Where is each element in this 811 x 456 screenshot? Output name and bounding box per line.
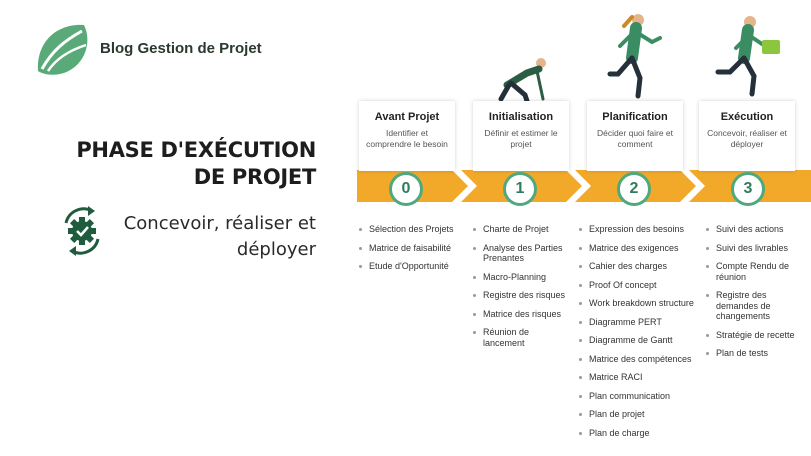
list-item: Plan de projet	[579, 409, 703, 420]
phase-description: Identifier et comprendre le besoin	[366, 128, 448, 149]
list-item: Plan de tests	[706, 348, 810, 359]
phase-title: Planification	[602, 111, 668, 123]
list-item: Plan de charge	[579, 428, 703, 439]
brand-name: Blog Gestion de Projet	[100, 40, 262, 57]
leaf-logo-icon	[37, 24, 88, 75]
list-item: Compte Rendu de réunion	[706, 261, 810, 282]
list-item: Registre des demandes de changements	[706, 290, 810, 322]
list-item: Cahier des charges	[579, 261, 703, 272]
crouching-runner-icon	[498, 58, 546, 103]
phase-number-badge: 0	[389, 172, 423, 206]
list-item: Matrice des exigences	[579, 243, 703, 254]
list-item: Sélection des Projets	[359, 224, 455, 235]
list-item: Réunion de lancement	[473, 327, 571, 348]
phase-number-badge: 1	[503, 172, 537, 206]
list-item: Analyse des Parties Prenantes	[473, 243, 571, 264]
phase-card-execution: Exécution Concevoir, réaliser et déploye…	[699, 101, 795, 171]
list-item: Matrice des risques	[473, 309, 571, 320]
phase-deliverables-list: Expression des besoins Matrice des exige…	[579, 224, 703, 446]
list-item: Matrice des compétences	[579, 354, 703, 365]
phase-deliverables-list: Suivi des actions Suivi des livrables Co…	[706, 224, 810, 367]
phase-card-planification: Planification Décider quoi faire et comm…	[587, 101, 683, 171]
list-item: Registre des risques	[473, 290, 571, 301]
list-item: Stratégie de recette	[706, 330, 810, 341]
phase-deliverables-list: Sélection des Projets Matrice de faisabi…	[359, 224, 455, 280]
subtitle: Concevoir, réaliser et déployer	[123, 213, 316, 260]
list-item: Suivi des actions	[706, 224, 810, 235]
gear-cycle-icon	[64, 206, 100, 256]
list-item: Work breakdown structure	[579, 298, 703, 309]
phase-number-badge: 3	[731, 172, 765, 206]
list-item: Suivi des livrables	[706, 243, 810, 254]
phase-card-initialisation: Initialisation Définir et estimer le pro…	[473, 101, 569, 171]
list-item: Etude d'Opportunité	[359, 261, 455, 272]
phase-description: Décider quoi faire et comment	[596, 128, 674, 149]
phase-number-badge: 2	[617, 172, 651, 206]
phase-title: Avant Projet	[374, 111, 440, 123]
phase-card-avant-projet: Avant Projet Identifier et comprendre le…	[359, 101, 455, 171]
phase-title: Initialisation	[488, 111, 554, 123]
list-item: Charte de Projet	[473, 224, 571, 235]
list-item: Macro-Planning	[473, 272, 571, 283]
phase-description: Définir et estimer le projet	[484, 128, 558, 149]
walking-woman-icon	[607, 14, 662, 99]
phase-deliverables-list: Charte de Projet Analyse des Parties Pre…	[473, 224, 571, 356]
list-item: Diagramme de Gantt	[579, 335, 703, 346]
list-item: Proof Of concept	[579, 280, 703, 291]
list-item: Matrice RACI	[579, 372, 703, 383]
list-item: Plan communication	[579, 391, 703, 402]
list-item: Diagramme PERT	[579, 317, 703, 328]
running-man-icon	[715, 16, 780, 97]
list-item: Expression des besoins	[579, 224, 703, 235]
list-item: Matrice de faisabilité	[359, 243, 455, 254]
phase-description: Concevoir, réaliser et déployer	[707, 128, 787, 149]
phase-title: Exécution	[720, 111, 774, 123]
page-title: PHASE D'EXÉCUTION DE PROJET	[76, 138, 316, 189]
